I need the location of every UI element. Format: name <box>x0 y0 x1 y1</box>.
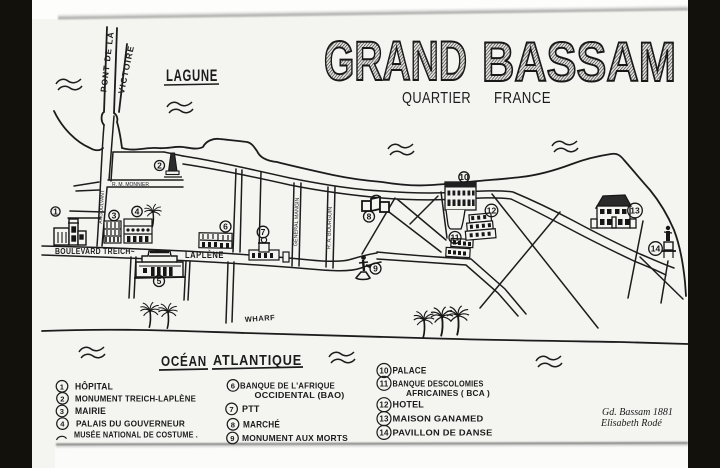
svg-text:2: 2 <box>157 161 162 171</box>
svg-text:1: 1 <box>60 382 65 391</box>
svg-text:13: 13 <box>379 415 389 424</box>
svg-text:MUSÉE NATIONAL DE COSTUME .: MUSÉE NATIONAL DE COSTUME . <box>74 430 198 440</box>
svg-text:9: 9 <box>373 264 378 274</box>
svg-text:PALAIS DU GOUVERNEUR: PALAIS DU GOUVERNEUR <box>76 419 185 429</box>
svg-text:Elisabeth Rodé: Elisabeth Rodé <box>600 418 662 429</box>
svg-text:BANQUE DE L'AFRIQUE: BANQUE DE L'AFRIQUE <box>240 380 335 390</box>
svg-text:11: 11 <box>380 379 389 388</box>
svg-text:BOULEVARD TREICH~: BOULEVARD TREICH~ <box>55 247 135 256</box>
svg-text:11: 11 <box>451 233 460 243</box>
svg-text:7: 7 <box>261 227 266 237</box>
svg-text:ANGOULVANT: ANGOULVANT <box>98 190 106 224</box>
svg-text:FRANCE: FRANCE <box>494 90 551 107</box>
svg-text:HOTEL: HOTEL <box>393 400 425 410</box>
svg-text:14: 14 <box>379 428 389 437</box>
svg-text:6: 6 <box>223 222 228 232</box>
svg-text:1: 1 <box>53 207 58 217</box>
svg-text:3: 3 <box>60 407 64 416</box>
svg-text:3: 3 <box>112 211 117 221</box>
svg-text:8: 8 <box>231 420 235 429</box>
svg-text:LAGUNE: LAGUNE <box>166 66 218 85</box>
svg-text:BASSAM: BASSAM <box>482 30 676 93</box>
svg-text:QUARTIER: QUARTIER <box>402 90 471 107</box>
svg-text:PAVILLON DE DANSE: PAVILLON DE DANSE <box>393 427 493 437</box>
svg-text:12: 12 <box>487 206 497 216</box>
svg-text:12: 12 <box>379 401 389 410</box>
svg-text:13: 13 <box>630 206 640 216</box>
svg-text:GRAND: GRAND <box>324 29 467 92</box>
svg-text:4: 4 <box>135 207 140 217</box>
svg-text:OCCIDENTAL (BAO): OCCIDENTAL (BAO) <box>255 390 345 400</box>
svg-text:OCÉAN: OCÉAN <box>161 353 207 370</box>
svg-text:R. A. BOURGUIN: R. A. BOURGUIN <box>326 207 333 250</box>
svg-text:HÔPITAL: HÔPITAL <box>75 380 113 391</box>
svg-text:PALACE: PALACE <box>393 366 427 376</box>
svg-text:10: 10 <box>459 172 469 182</box>
svg-text:MARCHÉ: MARCHÉ <box>243 419 280 429</box>
svg-text:BANQUE DESCOLOMIES: BANQUE DESCOLOMIES <box>393 378 484 388</box>
svg-text:GENERAL MANGIN: GENERAL MANGIN <box>293 197 301 246</box>
svg-text:MONUMENT TREICH-LAPLÈNE: MONUMENT TREICH-LAPLÈNE <box>75 393 196 403</box>
svg-text:MAISON GANAMED: MAISON GANAMED <box>393 414 484 424</box>
svg-text:LAPLÈNE: LAPLÈNE <box>185 250 224 260</box>
svg-text:MAIRIE: MAIRIE <box>75 406 106 416</box>
svg-text:14: 14 <box>651 244 661 254</box>
svg-text:4: 4 <box>60 420 65 429</box>
svg-text:AFRICAINES ( BCA ): AFRICAINES ( BCA ) <box>406 388 490 398</box>
svg-text:WHARF: WHARF <box>245 313 276 324</box>
svg-text:R. M. MONNIER: R. M. MONNIER <box>112 182 149 188</box>
svg-text:ATLANTIQUE: ATLANTIQUE <box>213 352 302 369</box>
svg-text:9: 9 <box>230 434 234 443</box>
svg-text:10: 10 <box>379 367 389 376</box>
svg-text:7: 7 <box>229 405 233 414</box>
svg-text:MONUMENT AUX MORTS: MONUMENT AUX MORTS <box>242 433 348 443</box>
svg-text:Gd. Bassam 1881: Gd. Bassam 1881 <box>602 407 673 418</box>
svg-text:8: 8 <box>367 212 372 222</box>
svg-text:5: 5 <box>157 276 162 286</box>
svg-text:6: 6 <box>231 381 235 390</box>
svg-text:PTT: PTT <box>242 404 260 414</box>
svg-text:2: 2 <box>60 394 64 403</box>
